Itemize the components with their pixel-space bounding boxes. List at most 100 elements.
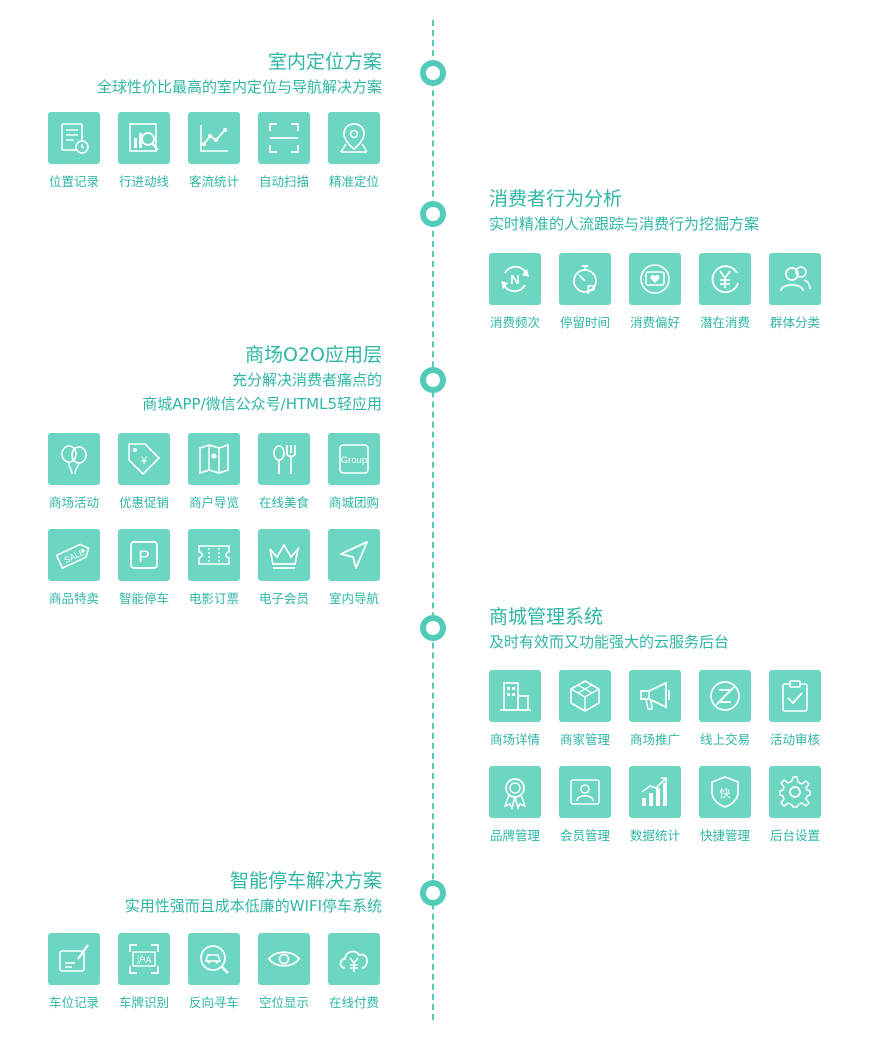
feature-item-car-search[interactable]: 反向寻车 xyxy=(188,933,240,1011)
price-tag-icon: ¥ xyxy=(118,433,170,485)
line-chart-icon xyxy=(188,112,240,164)
timeline-node xyxy=(420,367,446,393)
shield-icon: 快 xyxy=(699,766,751,818)
building-icon xyxy=(489,670,541,722)
feature-label: 消费偏好 xyxy=(629,315,680,330)
section-title: 智能停车解决方案 xyxy=(229,870,382,892)
feature-item-yen-coin[interactable]: 潜在消费 xyxy=(699,253,751,331)
cube-icon xyxy=(559,670,611,722)
balloon-icon xyxy=(48,433,100,485)
feature-label: 行进动线 xyxy=(118,174,169,189)
sale-tag-icon: SALE xyxy=(48,529,100,581)
feature-label: 线上交易 xyxy=(699,732,750,747)
ticket-icon xyxy=(188,529,240,581)
feature-item-shield[interactable]: 快快捷管理 xyxy=(699,766,751,844)
car-search-icon xyxy=(188,933,240,985)
icon-text: Group xyxy=(341,455,367,466)
feature-item-map-pin[interactable]: 精准定位 xyxy=(328,112,380,190)
section-header: 消费者行为分析实时精准的人流跟踪与消费行为挖掘方案 xyxy=(489,186,759,236)
section-subtitle: 充分解决消费者痛点的 xyxy=(231,371,382,389)
path-chart-icon xyxy=(118,112,170,164)
section-header: 智能停车解决方案实用性强而且成本低廉的WIFI停车系统 xyxy=(125,868,382,918)
feature-label: 电子会员 xyxy=(258,591,309,606)
feature-item-scan[interactable]: 自动扫描 xyxy=(258,112,310,190)
group-icon: Group xyxy=(328,433,380,485)
parking-icon: P xyxy=(118,529,170,581)
feature-item-price-tag[interactable]: ¥优惠促销 xyxy=(118,433,170,511)
feature-label: 商户导览 xyxy=(188,495,239,510)
feature-label: 反向寻车 xyxy=(188,995,239,1010)
feature-item-frequency[interactable]: N 消费频次 xyxy=(489,253,541,331)
feature-item-megaphone[interactable]: 商场推广 xyxy=(629,670,681,748)
feature-item-ticket[interactable]: 电影订票 xyxy=(188,529,240,607)
timeline-node xyxy=(420,60,446,86)
feature-label: 潜在消费 xyxy=(699,315,750,330)
feature-label: 商场详情 xyxy=(489,732,540,747)
clipboard-check-icon xyxy=(769,670,821,722)
feature-label: 在线美食 xyxy=(258,495,309,510)
section-subtitle: 商城APP/微信公众号/HTML5轻应用 xyxy=(142,395,382,413)
feature-label: 电影订票 xyxy=(188,591,239,606)
feature-label: 商城团购 xyxy=(328,495,379,510)
feature-item-path-chart[interactable]: 行进动线 xyxy=(118,112,170,190)
feature-item-cloud-pay[interactable]: 在线付费 xyxy=(328,933,380,1011)
feature-item-badge[interactable]: 品牌管理 xyxy=(489,766,541,844)
feature-item-gear[interactable]: 后台设置 xyxy=(769,766,821,844)
feature-label: 消费频次 xyxy=(489,315,540,330)
feature-item-cutlery[interactable]: 在线美食 xyxy=(258,433,310,511)
feature-label: 商家管理 xyxy=(559,732,610,747)
frequency-icon: N xyxy=(489,253,541,305)
feature-row: 位置记录 行进动线 客流统计自动扫描精准定位 xyxy=(48,112,380,190)
feature-item-map[interactable]: 商户导览 xyxy=(188,433,240,511)
feature-item-clipboard-check[interactable]: 活动审核 xyxy=(769,670,821,748)
section-title: 商场O2O应用层 xyxy=(245,344,382,366)
feature-item-line-chart[interactable]: 客流统计 xyxy=(188,112,240,190)
feature-item-building[interactable]: 商场详情 xyxy=(489,670,541,748)
feature-item-parking[interactable]: P 智能停车 xyxy=(118,529,170,607)
feature-item-crown[interactable]: 电子会员 xyxy=(258,529,310,607)
feature-item-heart-card[interactable]: 消费偏好 xyxy=(629,253,681,331)
feature-item-group[interactable]: Group 商城团购 xyxy=(328,433,380,511)
svg-text:¥: ¥ xyxy=(140,455,148,467)
svg-text:P: P xyxy=(587,282,596,297)
feature-item-users[interactable]: 群体分类 xyxy=(769,253,821,331)
feature-label: 智能停车 xyxy=(118,591,169,606)
feature-label: 车位记录 xyxy=(48,995,99,1010)
section-header: 商场O2O应用层充分解决消费者痛点的商城APP/微信公众号/HTML5轻应用 xyxy=(142,342,382,416)
section-subtitle: 实时精准的人流跟踪与消费行为挖掘方案 xyxy=(489,215,760,233)
navigation-arrow-icon xyxy=(328,529,380,581)
cutlery-icon xyxy=(258,433,310,485)
feature-item-eye[interactable]: 空位显示 xyxy=(258,933,310,1011)
map-pin-icon xyxy=(328,112,380,164)
member-card-icon xyxy=(559,766,611,818)
map-icon xyxy=(188,433,240,485)
section-header: 室内定位方案全球性价比最高的室内定位与导航解决方案 xyxy=(97,49,382,99)
note-edit-icon xyxy=(48,933,100,985)
feature-label: 快捷管理 xyxy=(699,828,750,843)
feature-row: 商场详情 商家管理 商场推广线上交易 活动审核 xyxy=(489,670,821,748)
section-header: 商城管理系统及时有效而又功能强大的云服务后台 xyxy=(489,604,729,654)
crown-icon xyxy=(258,529,310,581)
feature-item-note-edit[interactable]: 车位记录 xyxy=(48,933,100,1011)
section-subtitle: 及时有效而又功能强大的云服务后台 xyxy=(489,633,730,651)
feature-item-record[interactable]: 位置记录 xyxy=(48,112,100,190)
plate-scan-icon: 沪A xyxy=(118,933,170,985)
users-icon xyxy=(769,253,821,305)
section-subtitle: 实用性强而且成本低廉的WIFI停车系统 xyxy=(124,897,382,915)
transaction-icon xyxy=(699,670,751,722)
feature-label: 群体分类 xyxy=(769,315,820,330)
feature-item-member-card[interactable]: 会员管理 xyxy=(559,766,611,844)
feature-item-bar-chart[interactable]: 数据统计 xyxy=(629,766,681,844)
feature-item-stopwatch[interactable]: P 停留时间 xyxy=(559,253,611,331)
feature-item-transaction[interactable]: 线上交易 xyxy=(699,670,751,748)
feature-item-cube[interactable]: 商家管理 xyxy=(559,670,611,748)
feature-label: 位置记录 xyxy=(48,174,99,189)
feature-label: 品牌管理 xyxy=(489,828,540,843)
feature-label: 停留时间 xyxy=(559,315,610,330)
feature-item-navigation-arrow[interactable]: 室内导航 xyxy=(328,529,380,607)
feature-item-balloon[interactable]: 商场活动 xyxy=(48,433,100,511)
feature-label: 在线付费 xyxy=(328,995,379,1010)
